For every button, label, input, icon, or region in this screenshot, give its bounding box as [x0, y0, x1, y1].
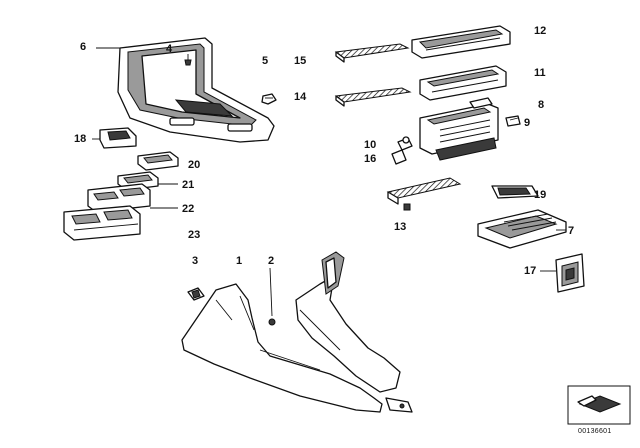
part-label-3: 3: [192, 255, 199, 267]
part-23-tray: [63, 205, 141, 241]
part-label-18: 18: [74, 133, 87, 145]
part-16-socket: [391, 149, 407, 165]
part-label-16: 16: [364, 153, 377, 165]
drawing-code: 00136601: [578, 428, 612, 435]
part-label-2: 2: [268, 255, 275, 267]
part-4-screw: [184, 54, 192, 66]
part-label-20: 20: [188, 159, 201, 171]
part-12-storage-bin: [411, 25, 511, 59]
part-8-housing: [419, 97, 499, 161]
part-label-23: 23: [188, 229, 201, 241]
part-label-17: 17: [524, 265, 537, 277]
part-13-grille: [386, 177, 462, 211]
part-22-tray: [87, 183, 151, 213]
part-label-12: 12: [534, 25, 547, 37]
part-label-6: 6: [80, 41, 87, 53]
part-label-8: 8: [538, 99, 545, 111]
part-19-cover: [491, 185, 539, 199]
part-label-9: 9: [524, 117, 531, 129]
part-11-storage-bin: [419, 65, 507, 101]
part-14-clip: [261, 93, 277, 105]
part-label-15: 15: [294, 55, 307, 67]
part-3-clip: [187, 287, 205, 301]
part-15-grille: [334, 43, 410, 63]
part-label-5: 5: [262, 55, 269, 67]
part-10-bulb: [397, 136, 413, 151]
arrow-symbol: [567, 385, 631, 425]
part-label-21: 21: [182, 179, 195, 191]
part-2-screw: [268, 267, 276, 326]
part-9-plug: [505, 115, 521, 127]
part-1-console-lower: [181, 251, 413, 413]
part-label-11: 11: [534, 67, 546, 79]
part-label-13: 13: [394, 221, 407, 233]
part-label-22: 22: [182, 203, 195, 215]
part-18-insert: [99, 127, 137, 149]
part-label-4: 4: [166, 43, 173, 55]
part-label-19: 19: [534, 189, 547, 201]
part-label-10: 10: [364, 139, 377, 151]
part-label-7: 7: [568, 225, 575, 237]
part-20-tray: [137, 151, 179, 171]
part-6-console-trim: [117, 37, 275, 143]
part-17-bracket: [555, 253, 585, 293]
part-14-grille: [334, 87, 412, 107]
part-label-14: 14: [294, 91, 307, 103]
part-label-1: 1: [236, 255, 243, 267]
part-7-tray: [477, 209, 567, 249]
